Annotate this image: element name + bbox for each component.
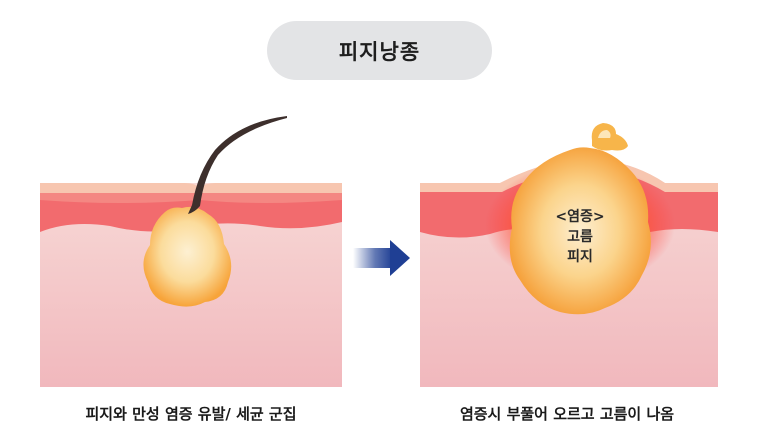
- cyst-label: <염증> 고름 피지: [550, 207, 610, 267]
- cyst-label-line: <염증>: [555, 209, 605, 225]
- right-skin-surface: [420, 158, 718, 192]
- title-pill: 피지낭종: [267, 21, 492, 80]
- arrow-right-icon: [353, 240, 410, 276]
- cyst-label-line: 고름: [567, 229, 593, 245]
- right-pus-cyst: [509, 147, 651, 315]
- right-caption: 염증시 부풀어 오르고 고름이 나옴: [459, 405, 675, 423]
- cyst-label-line: 피지: [567, 249, 593, 265]
- right-skin-diagram: [420, 123, 718, 387]
- left-skin-diagram: [40, 116, 342, 387]
- left-caption: 피지와 만성 염증 유발/ 세균 군집: [85, 405, 297, 423]
- hair-icon: [188, 116, 287, 214]
- page-title: 피지낭종: [338, 39, 421, 64]
- left-skin-surface: [40, 183, 342, 193]
- left-sebum-cyst: [143, 206, 232, 307]
